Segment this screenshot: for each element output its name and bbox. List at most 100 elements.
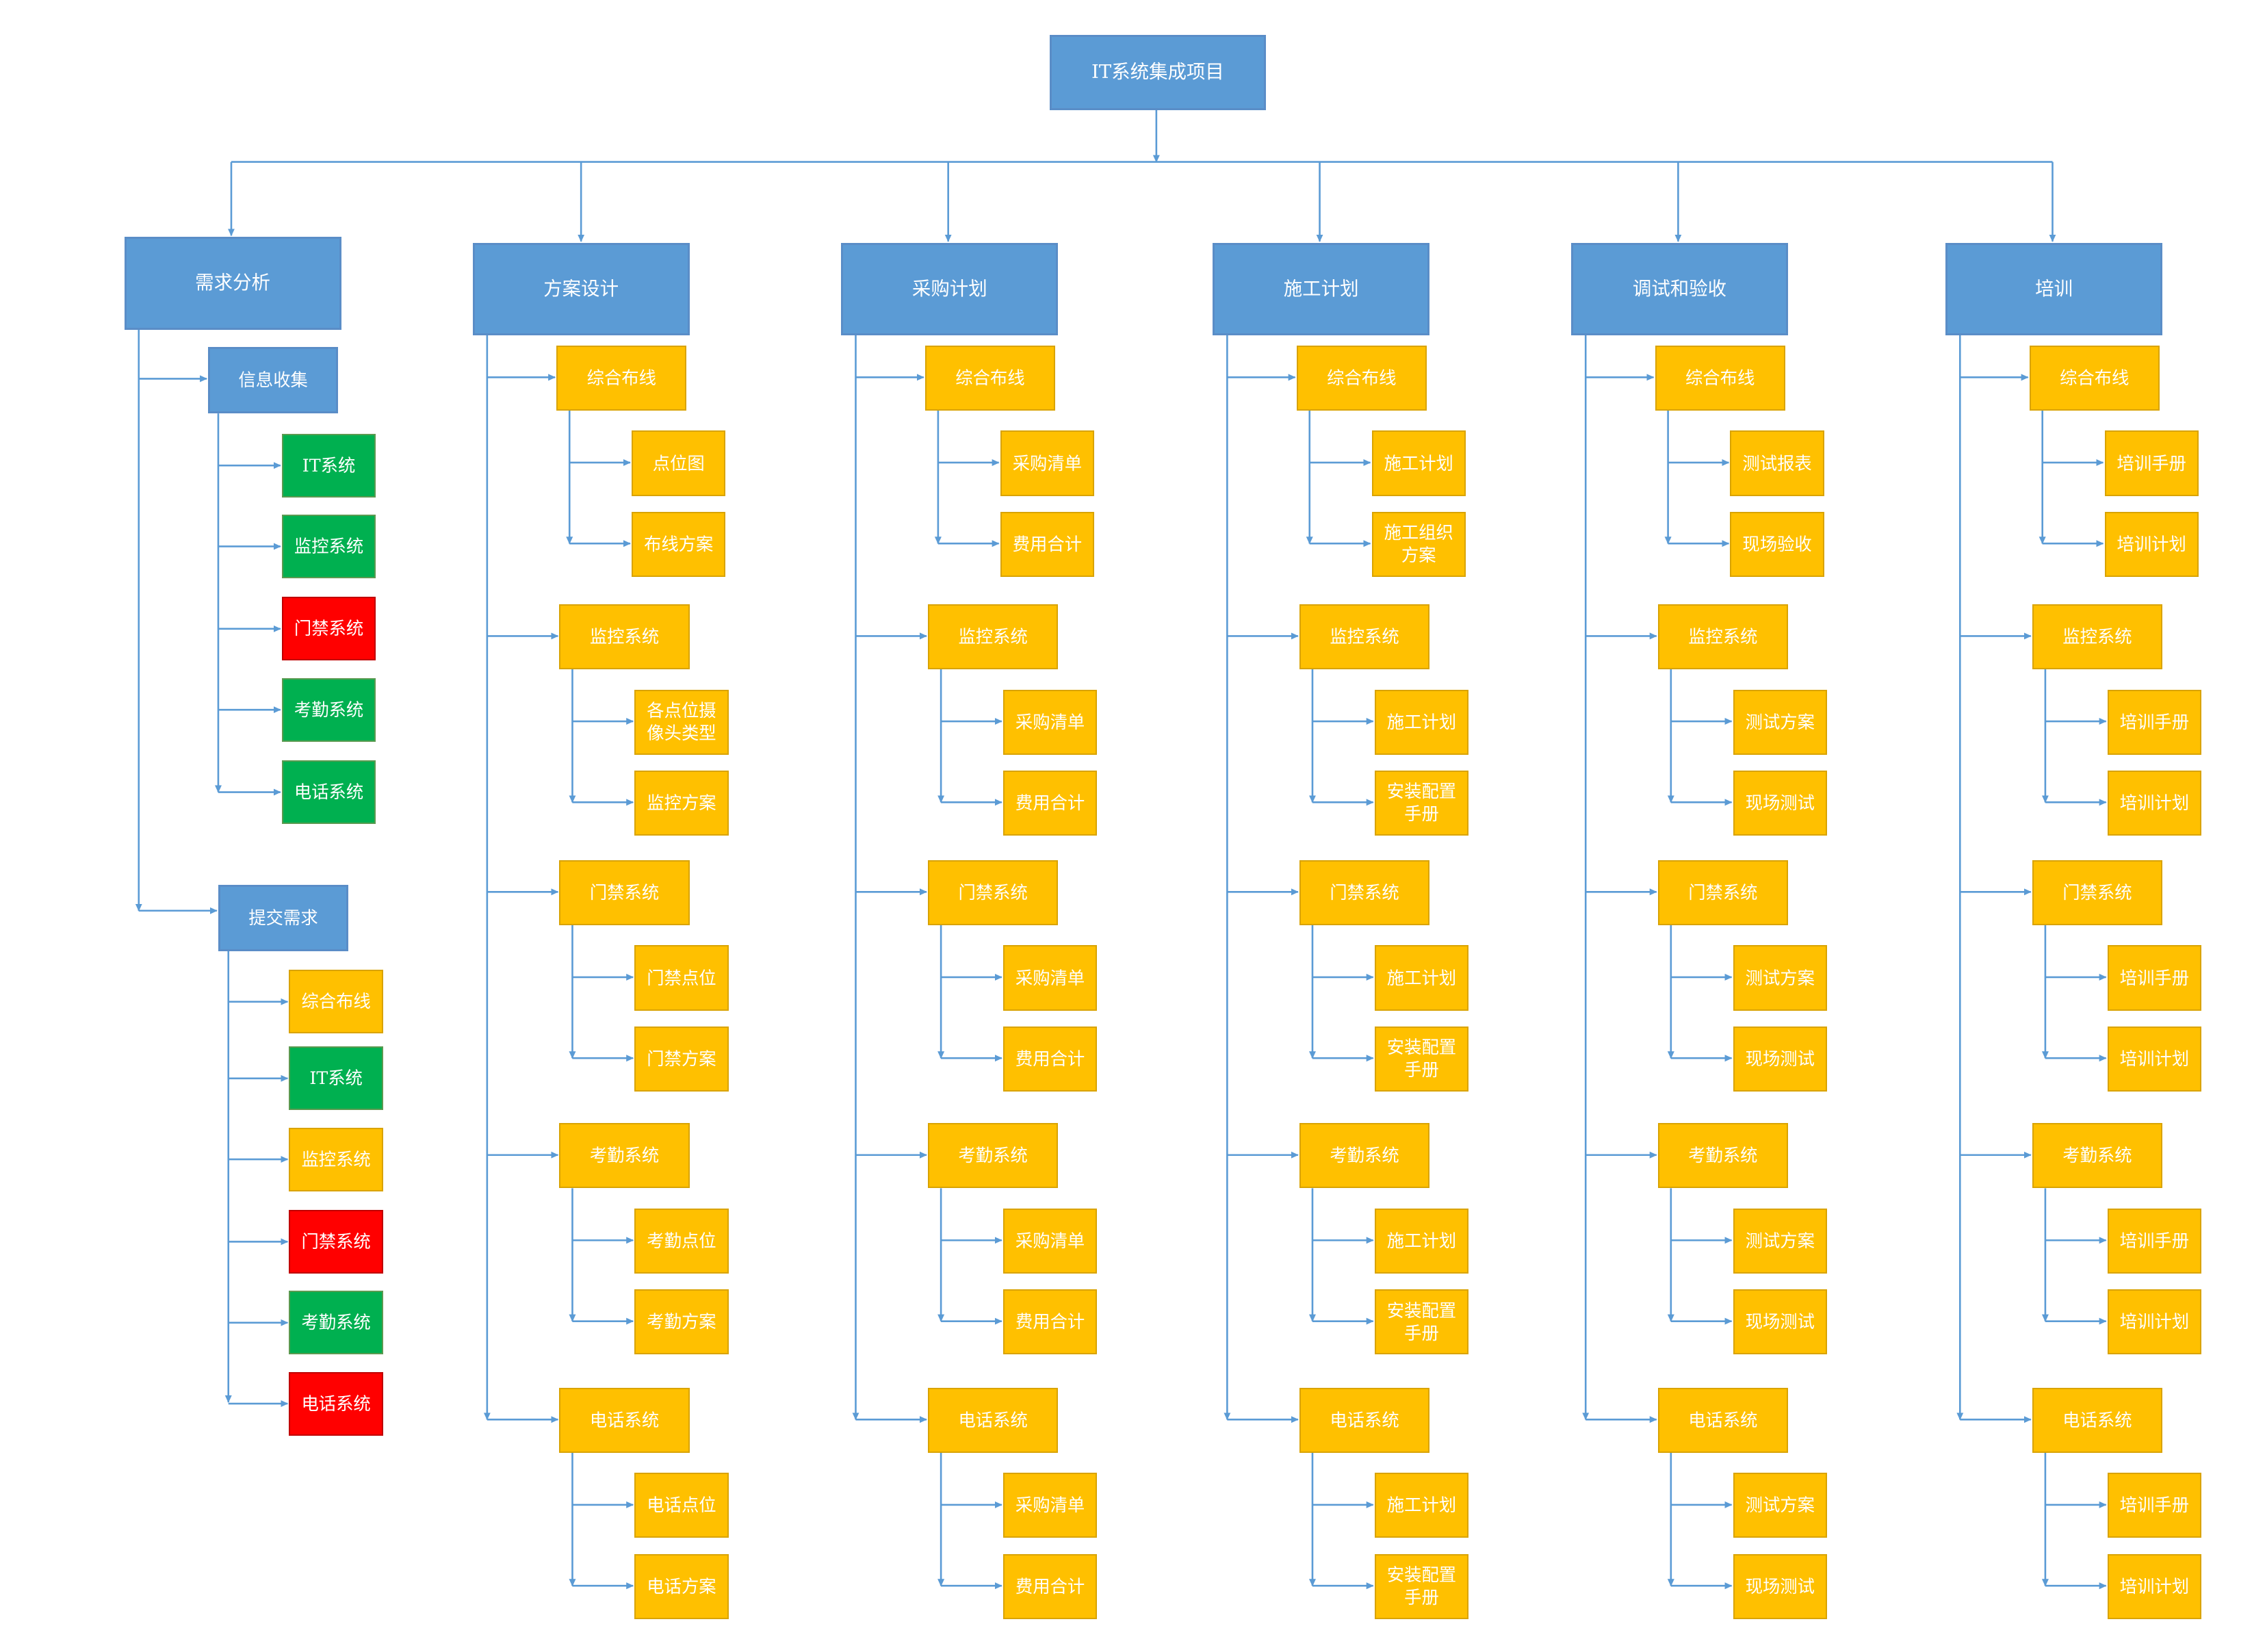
leaf-node[interactable]: 监控方案	[634, 770, 729, 836]
leaf-node[interactable]: 培训手册	[2107, 1473, 2202, 1538]
leaf-node[interactable]: 电话方案	[634, 1553, 729, 1619]
leaf-node[interactable]: 培训手册	[2107, 689, 2202, 755]
leaf-node[interactable]: 费用合计	[1000, 511, 1095, 577]
leaf-node[interactable]: 施工计划	[1374, 1208, 1469, 1274]
node-label: 费用合计	[1015, 1575, 1085, 1597]
leaf-node[interactable]: 测试方案	[1733, 945, 1827, 1011]
leaf-node[interactable]: 培训计划	[2107, 1026, 2202, 1092]
leaf-node[interactable]: 安装配置手册	[1374, 1026, 1469, 1092]
group-node[interactable]: 综合布线	[1296, 345, 1427, 411]
leaf-node[interactable]: 测试方案	[1733, 1208, 1827, 1274]
group-node[interactable]: 考勤系统	[1299, 1123, 1430, 1189]
phase-node[interactable]: 施工计划	[1213, 242, 1430, 336]
group-node[interactable]: 综合布线	[556, 345, 687, 411]
root-node[interactable]: IT系统集成项目	[1049, 34, 1267, 110]
leaf-node[interactable]: 现场测试	[1733, 1026, 1827, 1092]
node-label: 门禁系统	[2062, 881, 2132, 903]
leaf-node[interactable]: 采购清单	[1000, 430, 1095, 496]
group-node[interactable]: 监控系统	[2032, 604, 2162, 669]
leaf-node[interactable]: 费用合计	[1002, 770, 1098, 836]
node-label: 安装配置手册	[1386, 1564, 1457, 1608]
leaf-node[interactable]: 安装配置手册	[1374, 1553, 1469, 1619]
leaf-node[interactable]: 现场测试	[1733, 1553, 1827, 1619]
leaf-node[interactable]: 培训计划	[2107, 1289, 2202, 1355]
phase-node[interactable]: 培训	[1945, 242, 2163, 336]
node-label: 施工计划	[1283, 278, 1359, 300]
group-node[interactable]: 综合布线	[2029, 345, 2160, 411]
group-node[interactable]: 电话系统	[1299, 1387, 1430, 1453]
group-node[interactable]: 门禁系统	[559, 860, 690, 925]
leaf-node[interactable]: 考勤点位	[634, 1208, 729, 1274]
leaf-node[interactable]: 现场验收	[1730, 511, 1824, 577]
group-node[interactable]: 门禁系统	[928, 860, 1059, 925]
leaf-node[interactable]: 考勤系统	[289, 1291, 383, 1355]
leaf-node[interactable]: 施工计划	[1371, 430, 1466, 496]
leaf-node[interactable]: 费用合计	[1002, 1289, 1098, 1355]
leaf-node[interactable]: 采购清单	[1002, 1208, 1098, 1274]
leaf-node[interactable]: 施工计划	[1374, 1473, 1469, 1538]
leaf-node[interactable]: 门禁系统	[289, 1210, 383, 1274]
phase-node[interactable]: 调试和验收	[1571, 242, 1788, 336]
leaf-node[interactable]: IT系统	[289, 1046, 383, 1111]
leaf-node[interactable]: IT系统	[281, 433, 376, 498]
group-node[interactable]: 考勤系统	[928, 1123, 1059, 1189]
leaf-node[interactable]: 培训计划	[2107, 770, 2202, 836]
leaf-node[interactable]: 监控系统	[289, 1127, 383, 1191]
leaf-node[interactable]: 培训计划	[2107, 1553, 2202, 1619]
leaf-node[interactable]: 费用合计	[1002, 1553, 1098, 1619]
leaf-node[interactable]: 综合布线	[289, 970, 383, 1034]
group-node[interactable]: 门禁系统	[1299, 860, 1430, 925]
group-node[interactable]: 门禁系统	[1657, 860, 1788, 925]
leaf-node[interactable]: 安装配置手册	[1374, 770, 1469, 836]
leaf-node[interactable]: 现场测试	[1733, 770, 1827, 836]
leaf-node[interactable]: 门禁系统	[281, 597, 376, 661]
leaf-node[interactable]: 施工组织方案	[1371, 511, 1466, 577]
group-node[interactable]: 门禁系统	[2032, 860, 2162, 925]
group-node[interactable]: 提交需求	[218, 884, 349, 951]
leaf-node[interactable]: 培训手册	[2104, 430, 2199, 496]
leaf-node[interactable]: 测试方案	[1733, 689, 1827, 755]
leaf-node[interactable]: 采购清单	[1002, 689, 1098, 755]
leaf-node[interactable]: 采购清单	[1002, 945, 1098, 1011]
group-node[interactable]: 考勤系统	[2032, 1123, 2162, 1189]
leaf-node[interactable]: 电话系统	[281, 760, 376, 825]
group-node[interactable]: 综合布线	[1655, 345, 1785, 411]
group-node[interactable]: 监控系统	[559, 604, 690, 669]
leaf-node[interactable]: 培训计划	[2104, 511, 2199, 577]
leaf-node[interactable]: 门禁点位	[634, 945, 729, 1011]
group-node[interactable]: 考勤系统	[1657, 1123, 1788, 1189]
leaf-node[interactable]: 考勤系统	[281, 677, 376, 742]
group-node[interactable]: 电话系统	[559, 1387, 690, 1453]
group-node[interactable]: 电话系统	[2032, 1387, 2162, 1453]
node-label: 测试方案	[1745, 967, 1815, 988]
group-node[interactable]: 综合布线	[924, 345, 1055, 411]
phase-node[interactable]: 采购计划	[841, 242, 1059, 336]
leaf-node[interactable]: 安装配置手册	[1374, 1289, 1469, 1355]
leaf-node[interactable]: 施工计划	[1374, 689, 1469, 755]
leaf-node[interactable]: 考勤方案	[634, 1289, 729, 1355]
leaf-node[interactable]: 采购清单	[1002, 1473, 1098, 1538]
group-node[interactable]: 信息收集	[208, 346, 339, 414]
leaf-node[interactable]: 各点位摄像头类型	[634, 689, 729, 755]
group-node[interactable]: 考勤系统	[559, 1123, 690, 1189]
group-node[interactable]: 电话系统	[928, 1387, 1059, 1453]
leaf-node[interactable]: 现场测试	[1733, 1289, 1827, 1355]
leaf-node[interactable]: 培训手册	[2107, 1208, 2202, 1274]
leaf-node[interactable]: 监控系统	[281, 514, 376, 578]
leaf-node[interactable]: 点位图	[632, 430, 726, 496]
leaf-node[interactable]: 培训手册	[2107, 945, 2202, 1011]
group-node[interactable]: 监控系统	[1657, 604, 1788, 669]
phase-node[interactable]: 需求分析	[124, 237, 341, 330]
group-node[interactable]: 电话系统	[1657, 1387, 1788, 1453]
leaf-node[interactable]: 门禁方案	[634, 1026, 729, 1092]
group-node[interactable]: 监控系统	[1299, 604, 1430, 669]
leaf-node[interactable]: 测试报表	[1730, 430, 1824, 496]
leaf-node[interactable]: 测试方案	[1733, 1473, 1827, 1538]
group-node[interactable]: 监控系统	[928, 604, 1059, 669]
leaf-node[interactable]: 电话系统	[289, 1371, 383, 1436]
leaf-node[interactable]: 费用合计	[1002, 1026, 1098, 1092]
phase-node[interactable]: 方案设计	[472, 242, 690, 336]
leaf-node[interactable]: 施工计划	[1374, 945, 1469, 1011]
leaf-node[interactable]: 电话点位	[634, 1473, 729, 1538]
leaf-node[interactable]: 布线方案	[632, 511, 726, 577]
